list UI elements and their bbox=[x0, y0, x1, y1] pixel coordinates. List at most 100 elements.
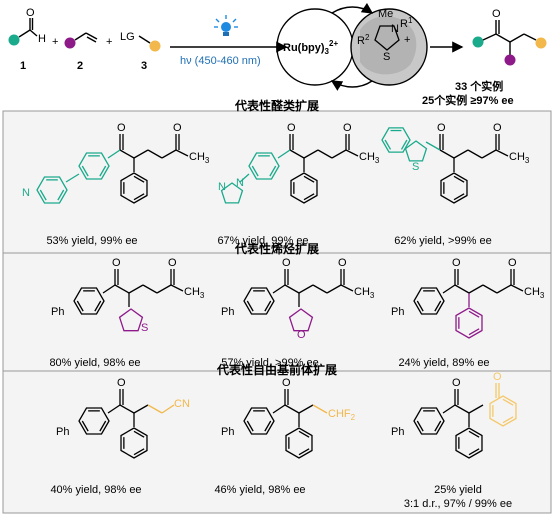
bond bbox=[277, 149, 291, 159]
bond bbox=[482, 284, 498, 294]
ring bbox=[120, 172, 148, 204]
atom-label: CH3 bbox=[359, 151, 380, 165]
yield-3b: 46% yield, 98% ee bbox=[214, 484, 305, 496]
bond bbox=[442, 284, 456, 294]
yield-1a: 53% yield, 99% ee bbox=[46, 235, 137, 247]
ring bbox=[413, 287, 445, 315]
nhc-r1: R1 bbox=[400, 16, 413, 30]
aldehyde-scope-panel bbox=[2, 110, 552, 254]
atom-label: S bbox=[141, 322, 148, 334]
nhc-nitrogen: N bbox=[391, 23, 399, 35]
atom-label: O bbox=[117, 122, 126, 134]
atom-label: O bbox=[117, 377, 126, 389]
atom-label: O bbox=[173, 122, 182, 134]
product-3c: O O Ph bbox=[391, 371, 517, 459]
atom-label: CH3 bbox=[354, 286, 375, 300]
product-o: O bbox=[492, 8, 501, 20]
reagent-1-label: 1 bbox=[20, 60, 26, 72]
section-title-aldehyde: 代表性醛类扩展 bbox=[234, 98, 319, 113]
bond bbox=[57, 189, 65, 201]
ring bbox=[78, 407, 110, 435]
bond bbox=[468, 404, 484, 414]
bond bbox=[99, 420, 107, 432]
bond bbox=[119, 149, 135, 159]
atom-label: O bbox=[168, 257, 177, 269]
bond bbox=[454, 284, 470, 294]
bond bbox=[453, 149, 469, 159]
reagent-3: LG 3 bbox=[120, 31, 161, 72]
bond bbox=[298, 430, 310, 438]
ring bbox=[118, 308, 144, 332]
bond bbox=[39, 189, 47, 201]
atom-label: CH3 bbox=[509, 151, 530, 165]
reagent-2: 2 bbox=[64, 32, 98, 72]
atom-label: O bbox=[338, 257, 347, 269]
bond bbox=[495, 149, 509, 157]
yield-3c: 25% yield bbox=[434, 484, 482, 496]
product-3a: O CN Ph bbox=[56, 377, 190, 459]
bond bbox=[264, 420, 272, 432]
bond bbox=[454, 404, 470, 414]
bond bbox=[345, 149, 359, 157]
bond bbox=[272, 404, 286, 414]
atom-label: CH3 bbox=[184, 286, 205, 300]
bond bbox=[481, 149, 497, 159]
ring bbox=[381, 127, 411, 153]
aldehyde-o: O bbox=[26, 7, 35, 19]
reagent-3-dot bbox=[149, 40, 161, 52]
bond bbox=[453, 193, 465, 201]
reagent-2-label: 2 bbox=[77, 60, 83, 72]
bond bbox=[502, 416, 514, 424]
yield-2b: 57% yield, >99% ee bbox=[221, 357, 319, 369]
bond bbox=[468, 430, 480, 438]
bond bbox=[384, 139, 392, 150]
nhc-sulfur: S bbox=[383, 51, 390, 63]
bond bbox=[331, 149, 347, 159]
bond bbox=[502, 398, 514, 406]
bond bbox=[128, 284, 144, 294]
bond bbox=[340, 284, 354, 292]
bond bbox=[147, 404, 163, 414]
atom-label: Ph bbox=[56, 426, 69, 438]
nhc-methyl: Me bbox=[378, 8, 393, 20]
ring bbox=[489, 395, 517, 427]
bond bbox=[76, 300, 84, 312]
ring bbox=[413, 407, 445, 435]
atom-label: O bbox=[452, 377, 461, 389]
summary-ee: 25个实例 ≥97% ee bbox=[422, 93, 514, 107]
nhc-r2: R2 bbox=[357, 33, 370, 47]
bond bbox=[161, 149, 177, 159]
bond bbox=[439, 149, 455, 159]
bond bbox=[170, 284, 184, 292]
bond bbox=[453, 175, 465, 183]
ring bbox=[120, 427, 148, 459]
atom-label: CH3 bbox=[524, 286, 545, 300]
light-condition: hν (450-460 nm) bbox=[180, 55, 261, 67]
bond bbox=[147, 149, 163, 159]
atom-label: Ph bbox=[391, 426, 404, 438]
ring bbox=[243, 287, 275, 315]
bond bbox=[251, 165, 259, 177]
bond bbox=[142, 284, 158, 294]
summary-examples: 33 个实例 bbox=[455, 79, 503, 93]
atom-label: O bbox=[287, 122, 296, 134]
plus-sign-2: + bbox=[106, 36, 112, 48]
bond bbox=[434, 300, 442, 312]
atom-label: CN bbox=[174, 398, 190, 410]
ring bbox=[220, 182, 244, 204]
ring bbox=[455, 427, 483, 459]
bond bbox=[416, 420, 424, 432]
bond bbox=[298, 448, 310, 456]
atom-label: O bbox=[493, 371, 502, 383]
atom-label: O bbox=[343, 122, 352, 134]
bond bbox=[269, 165, 277, 177]
atom-label: Ph bbox=[221, 426, 234, 438]
